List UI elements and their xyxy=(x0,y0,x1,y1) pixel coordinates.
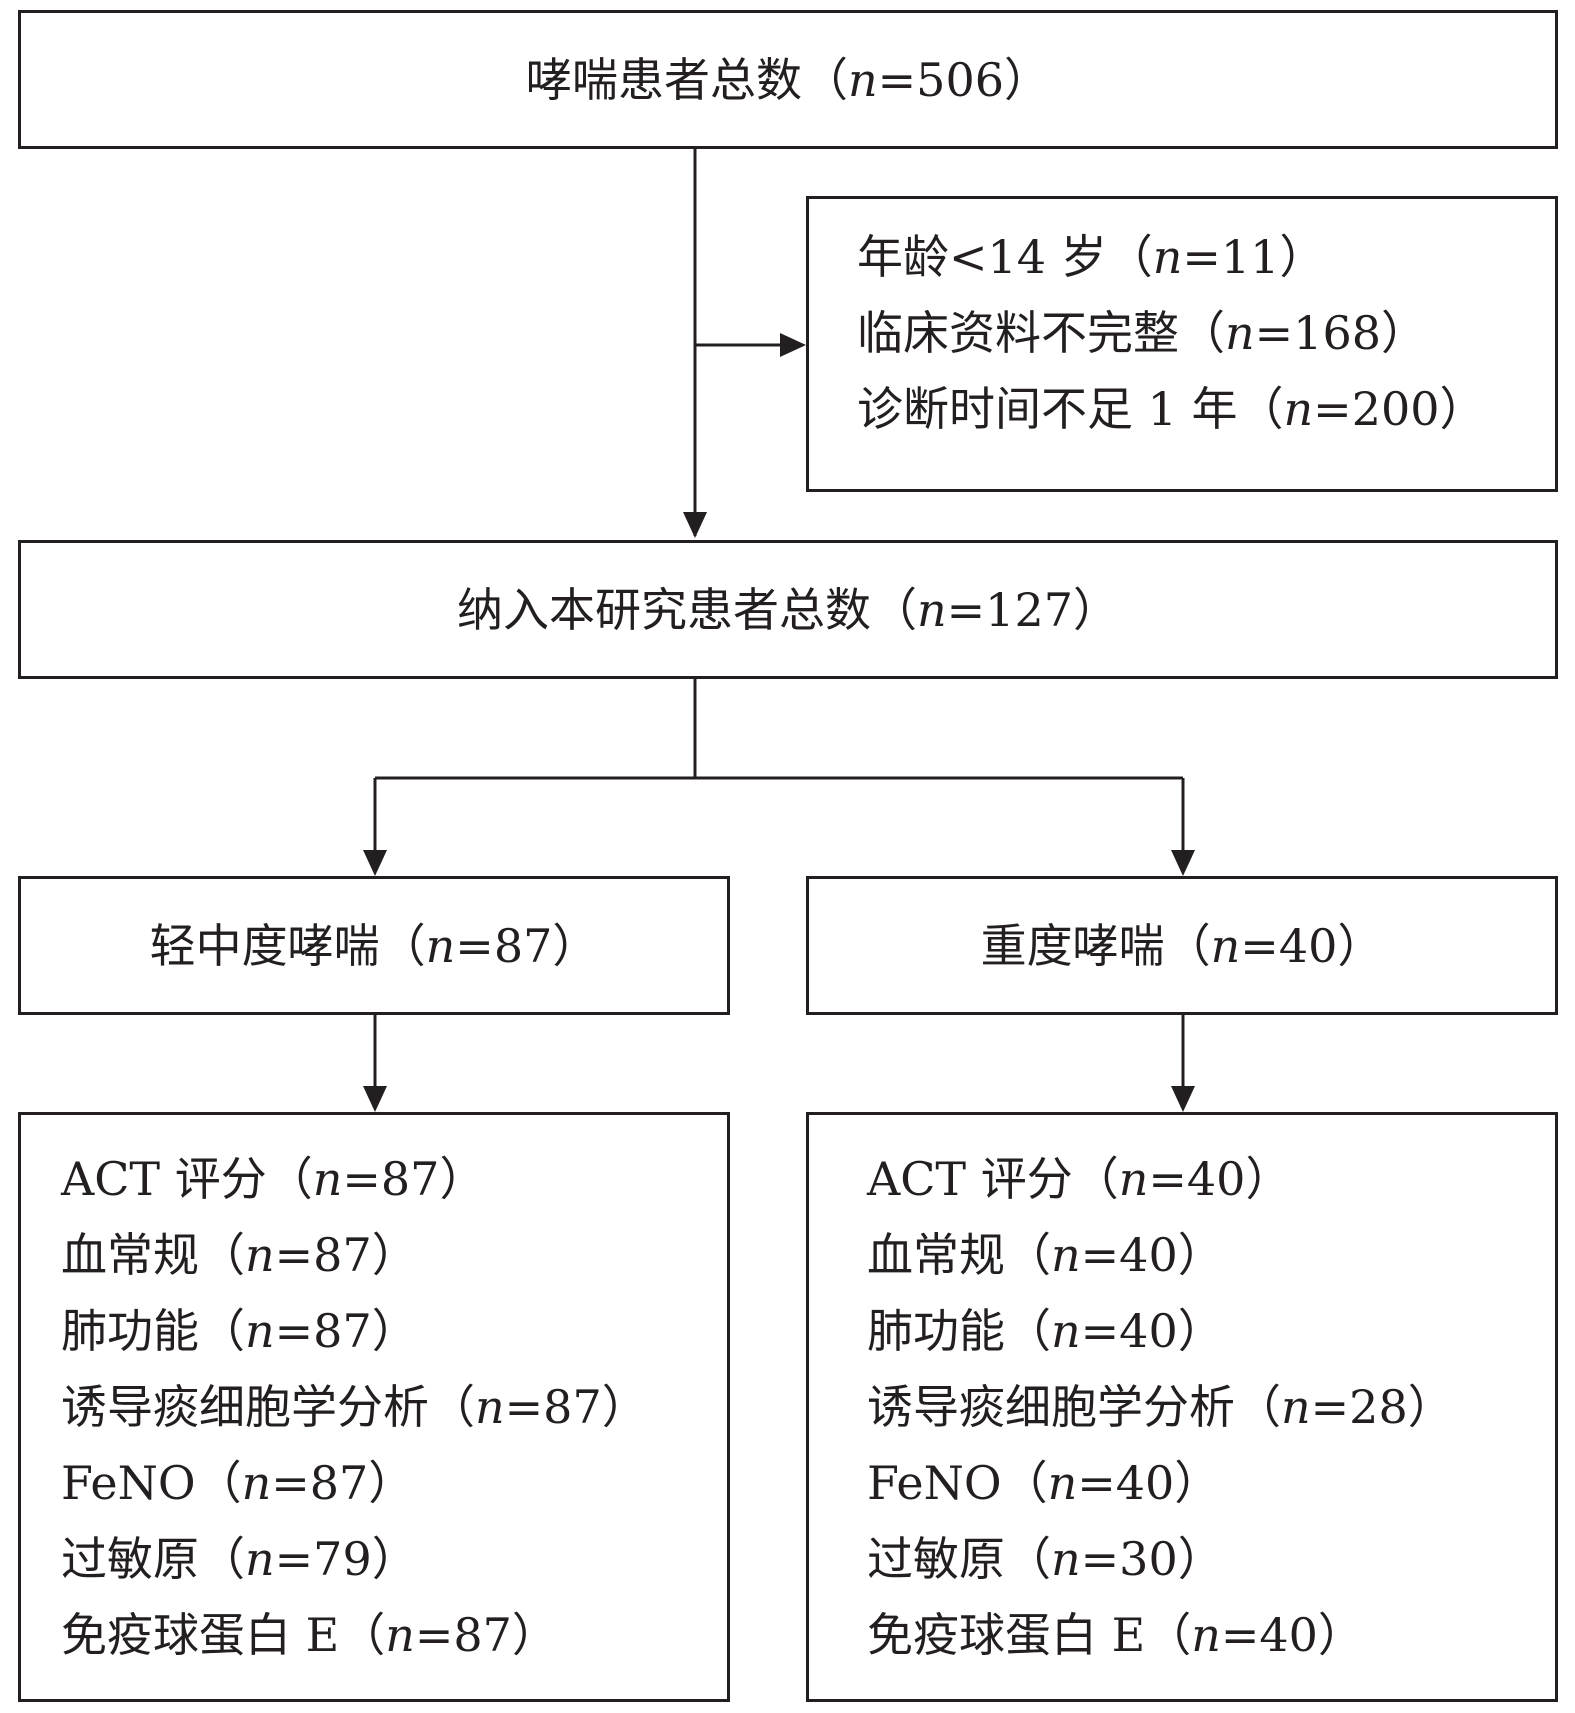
arrowhead-excluded xyxy=(780,333,806,357)
mild-asthma-box: 轻中度哮喘（n=87） xyxy=(18,876,730,1015)
mild-test-item: ACT 评分（n=87） xyxy=(61,1152,486,1206)
severe-test-item: 诱导痰细胞学分析（n=28） xyxy=(867,1380,1454,1434)
arrowhead-severe xyxy=(1171,850,1195,876)
excluded-box: 年龄<14 岁（n=11） 临床资料不完整（n=168） 诊断时间不足 1 年（… xyxy=(806,196,1558,492)
mild-asthma-text: 轻中度哮喘（n=87） xyxy=(149,918,599,973)
severe-test-item: 免疫球蛋白 E（n=40） xyxy=(867,1608,1364,1662)
arrowhead-included xyxy=(683,512,707,538)
severe-test-item: ACT 评分（n=40） xyxy=(867,1152,1292,1206)
excluded-item: 临床资料不完整（n=168） xyxy=(857,306,1427,360)
mild-test-item: FeNO（n=87） xyxy=(61,1456,415,1510)
mild-test-item: 过敏原（n=79） xyxy=(61,1532,418,1586)
total-patients-text: 哮喘患者总数（n=506） xyxy=(526,52,1050,107)
mild-tests-box: ACT 评分（n=87） 血常规（n=87） 肺功能（n=87） 诱导痰细胞学分… xyxy=(18,1112,730,1702)
included-patients-box: 纳入本研究患者总数（n=127） xyxy=(18,540,1558,679)
total-patients-box: 哮喘患者总数（n=506） xyxy=(18,10,1558,149)
severe-test-item: 血常规（n=40） xyxy=(867,1228,1224,1282)
excluded-item: 年龄<14 岁（n=11） xyxy=(857,230,1326,284)
severe-tests-box: ACT 评分（n=40） 血常规（n=40） 肺功能（n=40） 诱导痰细胞学分… xyxy=(806,1112,1558,1702)
severe-test-item: 过敏原（n=30） xyxy=(867,1532,1224,1586)
severe-test-item: FeNO（n=40） xyxy=(867,1456,1221,1510)
mild-test-item: 血常规（n=87） xyxy=(61,1228,418,1282)
mild-test-item: 肺功能（n=87） xyxy=(61,1304,418,1358)
severe-asthma-text: 重度哮喘（n=40） xyxy=(980,918,1384,973)
severe-asthma-box: 重度哮喘（n=40） xyxy=(806,876,1558,1015)
arrowhead-mild xyxy=(363,850,387,876)
included-patients-text: 纳入本研究患者总数（n=127） xyxy=(457,582,1119,637)
excluded-item: 诊断时间不足 1 年（n=200） xyxy=(857,382,1486,436)
severe-test-item: 肺功能（n=40） xyxy=(867,1304,1224,1358)
mild-test-item: 诱导痰细胞学分析（n=87） xyxy=(61,1380,648,1434)
mild-test-item: 免疫球蛋白 E（n=87） xyxy=(61,1608,558,1662)
arrowhead-severe-tests xyxy=(1171,1086,1195,1112)
arrowhead-mild-tests xyxy=(363,1086,387,1112)
